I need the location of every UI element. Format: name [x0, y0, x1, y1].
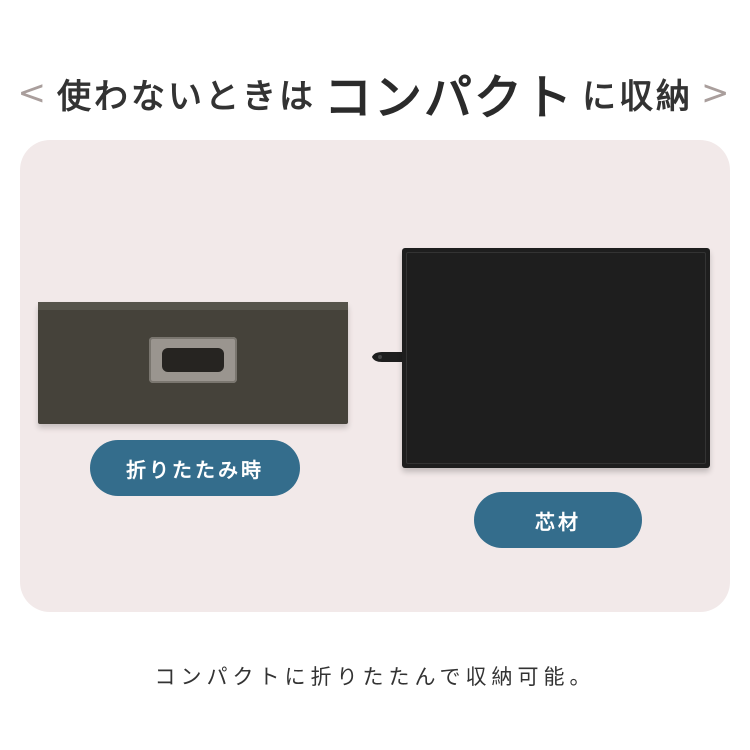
headline-post-text: に収納 — [582, 76, 693, 117]
footer-caption: コンパクトに折りたたんで収納可能。 — [154, 665, 596, 689]
handle-plate-icon — [149, 337, 237, 383]
folded-box-top-edge — [38, 302, 348, 310]
handle-hole — [162, 348, 224, 372]
folded-box-image — [38, 302, 348, 424]
folded-label-badge: 折りたたみ時 — [90, 440, 300, 496]
left-bracket: < — [17, 73, 49, 113]
headline: < 使わないときは コンパクト に収納 > — [0, 58, 750, 128]
core-board-image — [402, 248, 710, 468]
headline-pre-text: 使わないときは — [56, 76, 316, 117]
headline-emphasis: コンパクト — [323, 70, 574, 126]
core-label-badge: 芯材 — [474, 492, 642, 548]
right-bracket: > — [701, 73, 733, 113]
pull-tab-icon — [372, 352, 406, 362]
core-board-rim — [406, 252, 706, 464]
